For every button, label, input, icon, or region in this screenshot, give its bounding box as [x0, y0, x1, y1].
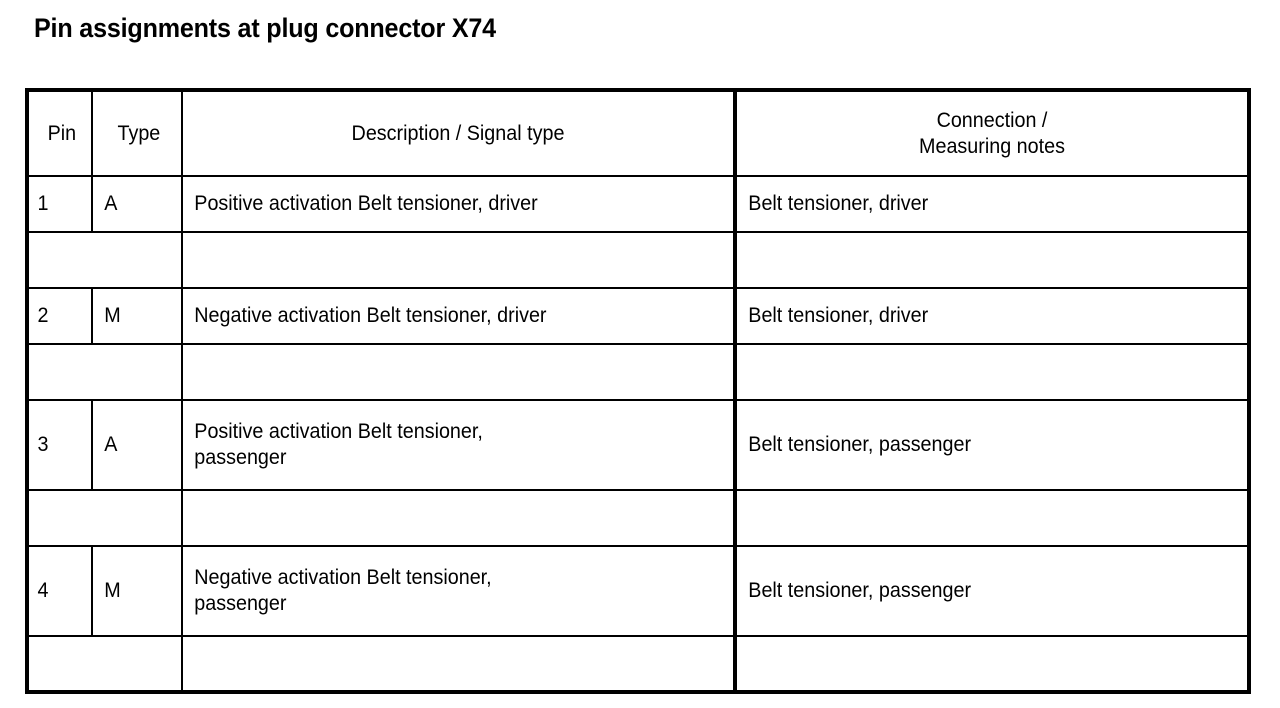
- cell-spacer-description: [181, 635, 736, 693]
- cell-spacer-connection: [733, 635, 1250, 693]
- cell-spacer-connection: [733, 489, 1250, 547]
- cell-spacer-connection-value: [737, 257, 1216, 264]
- column-header-description-label: Description / Signal type: [351, 121, 565, 145]
- cell-pin-value: 1: [37, 192, 49, 215]
- cell-description-value: Negative activation Belt tensioner, pass…: [194, 566, 492, 615]
- cell-type: A: [91, 175, 183, 233]
- cell-connection-value: Belt tensioner, passenger: [748, 433, 972, 456]
- column-header-connection-line2: Measuring notes: [919, 134, 1065, 158]
- cell-spacer-pin-type: [26, 231, 183, 289]
- cell-connection-value: Belt tensioner, driver: [748, 192, 929, 215]
- cell-pin-value: 2: [37, 304, 49, 327]
- cell-type-value: A: [104, 192, 118, 215]
- cell-spacer-connection: [733, 231, 1250, 289]
- cell-pin: 1: [26, 175, 93, 233]
- cell-connection: Belt tensioner, passenger: [733, 399, 1250, 491]
- cell-spacer-connection-value: [737, 369, 1216, 376]
- cell-pin: 4: [26, 545, 93, 637]
- table-header: Pin Type Description / Signal type Conne…: [26, 89, 1250, 177]
- cell-spacer-description-value: [183, 515, 700, 522]
- cell-description: Negative activation Belt tensioner, driv…: [181, 287, 736, 345]
- cell-description-value: Negative activation Belt tensioner, driv…: [194, 304, 547, 327]
- cell-description-value: Positive activation Belt tensioner, pass…: [194, 420, 483, 469]
- cell-connection-value: Belt tensioner, driver: [748, 304, 929, 327]
- cell-connection: Belt tensioner, driver: [733, 175, 1250, 233]
- cell-spacer-connection-value: [737, 515, 1216, 522]
- cell-type-value: M: [104, 304, 121, 327]
- table-spacer-row: [26, 635, 1250, 693]
- cell-spacer-connection-value: [737, 660, 1216, 667]
- cell-spacer-description: [181, 231, 736, 289]
- table-body: 1 A Positive activation Belt tensioner, …: [26, 175, 1250, 693]
- cell-description-value: Positive activation Belt tensioner, driv…: [194, 192, 538, 215]
- cell-connection-value: Belt tensioner, passenger: [748, 579, 972, 602]
- column-header-description: Description / Signal type: [181, 89, 736, 177]
- cell-pin-value: 4: [37, 579, 49, 602]
- cell-description: Positive activation Belt tensioner, pass…: [181, 399, 736, 491]
- cell-spacer-pin-type: [26, 635, 183, 693]
- cell-spacer-pin-type-value: [29, 369, 172, 376]
- cell-description: Positive activation Belt tensioner, driv…: [181, 175, 736, 233]
- table-spacer-row: [26, 343, 1250, 401]
- column-header-type-label: Type: [117, 121, 161, 145]
- cell-connection: Belt tensioner, driver: [733, 287, 1250, 345]
- cell-pin: 3: [26, 399, 93, 491]
- cell-spacer-pin-type-value: [29, 660, 172, 667]
- cell-spacer-pin-type: [26, 489, 183, 547]
- column-header-pin: Pin: [26, 89, 93, 177]
- pin-assignments-table: Pin Type Description / Signal type Conne…: [25, 88, 1251, 694]
- cell-spacer-description-value: [183, 660, 700, 667]
- cell-spacer-pin-type: [26, 343, 183, 401]
- table-row: 4 M Negative activation Belt tensioner, …: [26, 545, 1250, 637]
- table-spacer-row: [26, 489, 1250, 547]
- page-title: Pin assignments at plug connector X74: [34, 13, 496, 43]
- cell-connection: Belt tensioner, passenger: [733, 545, 1250, 637]
- cell-type: A: [91, 399, 183, 491]
- column-header-pin-label: Pin: [47, 121, 77, 145]
- cell-spacer-description: [181, 343, 736, 401]
- table-header-row: Pin Type Description / Signal type Conne…: [26, 89, 1250, 177]
- cell-type-value: M: [104, 579, 121, 602]
- column-header-connection: Connection / Measuring notes: [733, 89, 1250, 177]
- cell-spacer-connection: [733, 343, 1250, 401]
- table-row: 1 A Positive activation Belt tensioner, …: [26, 175, 1250, 233]
- cell-type: M: [91, 287, 183, 345]
- cell-spacer-description: [181, 489, 736, 547]
- table-spacer-row: [26, 231, 1250, 289]
- cell-pin: 2: [26, 287, 93, 345]
- column-header-connection-line1: Connection /: [936, 108, 1048, 132]
- cell-description: Negative activation Belt tensioner, pass…: [181, 545, 736, 637]
- cell-spacer-pin-type-value: [29, 257, 172, 264]
- pin-assignments-table-container: Pin Type Description / Signal type Conne…: [25, 88, 1251, 694]
- cell-type: M: [91, 545, 183, 637]
- table-row: 2 M Negative activation Belt tensioner, …: [26, 287, 1250, 345]
- cell-spacer-pin-type-value: [29, 515, 172, 522]
- column-header-connection-label: Connection / Measuring notes: [752, 104, 1231, 164]
- cell-spacer-description-value: [183, 369, 700, 376]
- cell-spacer-description-value: [183, 257, 700, 264]
- cell-pin-value: 3: [37, 433, 49, 456]
- column-header-type: Type: [91, 89, 183, 177]
- cell-type-value: A: [104, 433, 118, 456]
- table-row: 3 A Positive activation Belt tensioner, …: [26, 399, 1250, 491]
